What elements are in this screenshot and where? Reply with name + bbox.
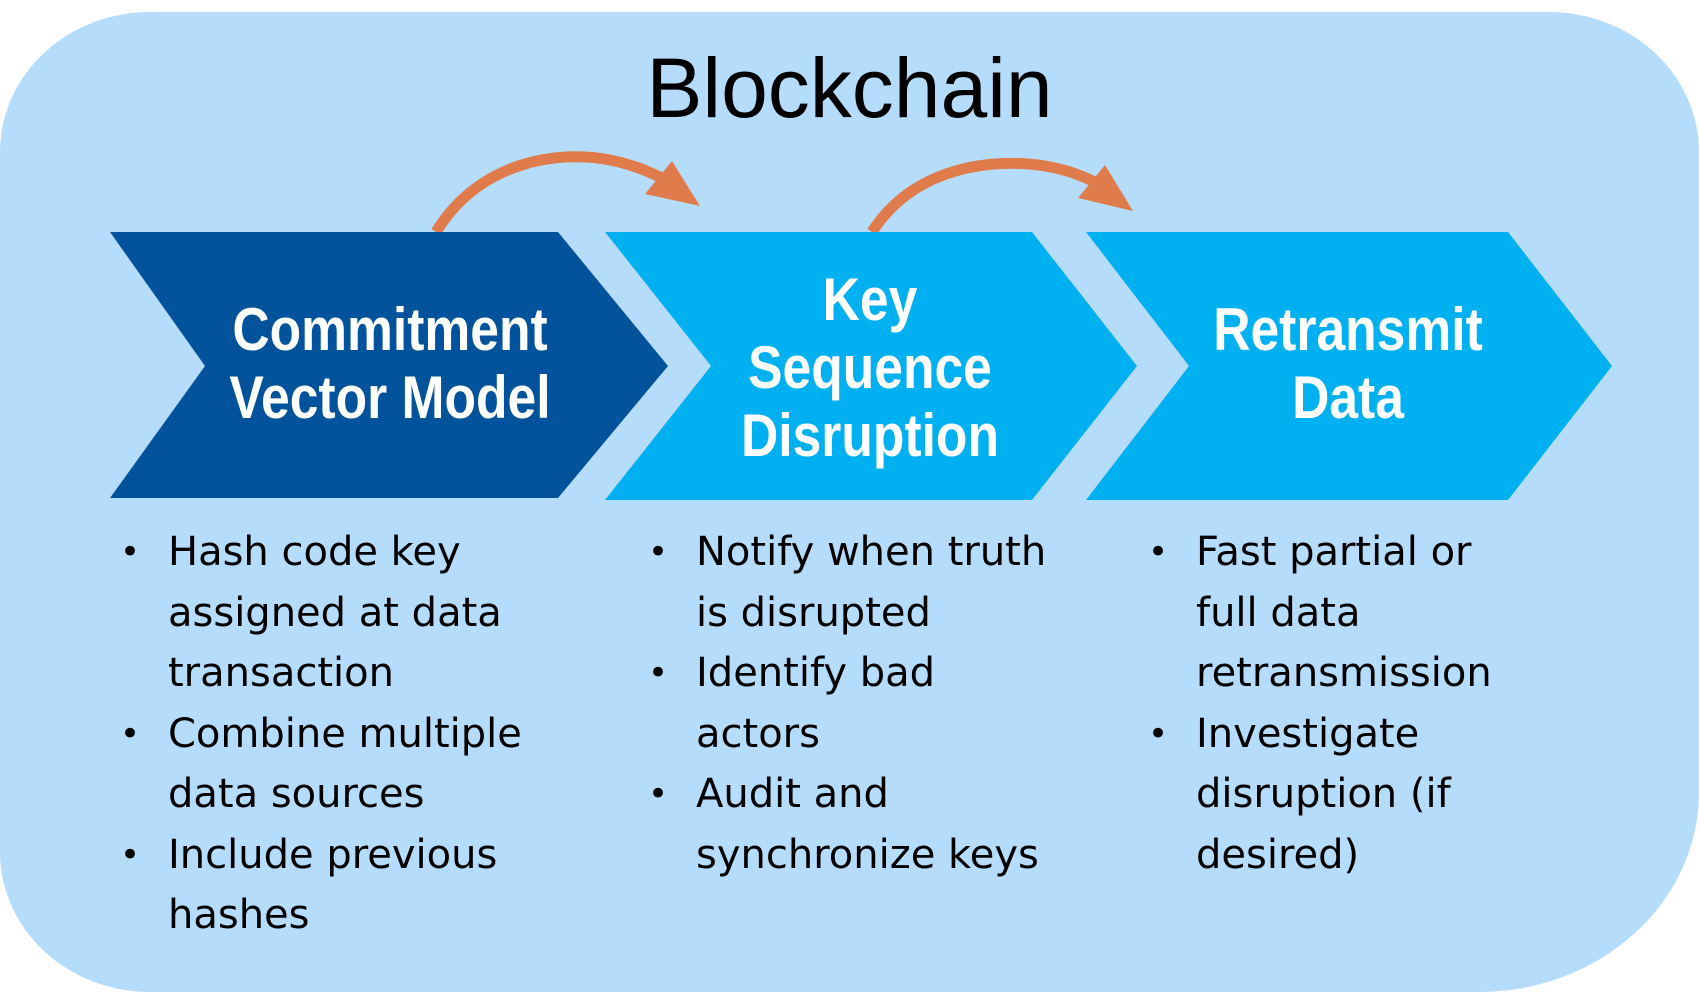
- list-item-text: Hash code key assigned at data transacti…: [168, 529, 502, 696]
- step-1-label: Commitment Vector Model: [201, 296, 579, 432]
- step-2-bullet-list: • Notify when truth is disrupted • Identif…: [648, 522, 1068, 885]
- list-item-text: Identify bad actors: [696, 650, 936, 757]
- step-3-label-line: Retransmit: [1213, 296, 1483, 363]
- list-item-text: Investigate disruption (if desired): [1196, 710, 1451, 878]
- diagram-title: Blockchain: [646, 41, 1053, 135]
- step-3-chevron: [1086, 232, 1612, 500]
- list-item-text: Fast partial or full data retransmission: [1196, 529, 1492, 696]
- bullet-icon: •: [120, 713, 141, 754]
- bullet-icon: •: [1148, 532, 1169, 572]
- step-3-label: Retransmit Data: [1159, 296, 1537, 432]
- bullet-icon: •: [1148, 713, 1169, 754]
- list-item: • Include previous hashes: [120, 825, 550, 946]
- step-3-label-line: Data: [1292, 364, 1404, 431]
- list-item: • Fast partial or full data retransmissio…: [1148, 522, 1528, 704]
- list-item-text: Audit and synchronize keys: [696, 771, 1039, 878]
- step-2-label-line: Disruption: [741, 402, 999, 469]
- curved-arrow-icon: [431, 151, 700, 235]
- list-item-text: Combine multiple data sources: [168, 710, 522, 818]
- step-2-label: Key Sequence Disruption: [681, 266, 1059, 470]
- list-item: • Hash code key assigned at data transact…: [120, 522, 550, 704]
- step-2-label-line: Sequence: [748, 334, 992, 401]
- bullet-icon: •: [648, 532, 669, 572]
- bullet-icon: •: [648, 653, 669, 693]
- list-item: • Combine multiple data sources: [120, 704, 550, 825]
- curved-arrow-icon: [867, 157, 1133, 236]
- step-1-label-line: Vector Model: [229, 364, 551, 431]
- bullet-icon: •: [120, 834, 141, 875]
- list-item: • Notify when truth is disrupted: [648, 522, 1068, 643]
- step-1-bullet-list: • Hash code key assigned at data transact…: [120, 522, 550, 946]
- diagram-background: [0, 12, 1699, 992]
- list-item: • Investigate disruption (if desired): [1148, 704, 1528, 886]
- bullet-icon: •: [648, 774, 669, 814]
- bullet-icon: •: [120, 532, 141, 572]
- list-item: • Audit and synchronize keys: [648, 764, 1068, 885]
- list-item-text: Include previous hashes: [168, 831, 498, 939]
- list-item: • Identify bad actors: [648, 643, 1068, 764]
- step-2-chevron: [605, 232, 1137, 500]
- list-item-text: Notify when truth is disrupted: [696, 529, 1047, 636]
- step-1-label-line: Commitment: [232, 296, 548, 363]
- step-1-chevron: [110, 232, 668, 498]
- step-3-bullet-list: • Fast partial or full data retransmissio…: [1148, 522, 1528, 885]
- step-2-label-line: Key: [822, 266, 918, 333]
